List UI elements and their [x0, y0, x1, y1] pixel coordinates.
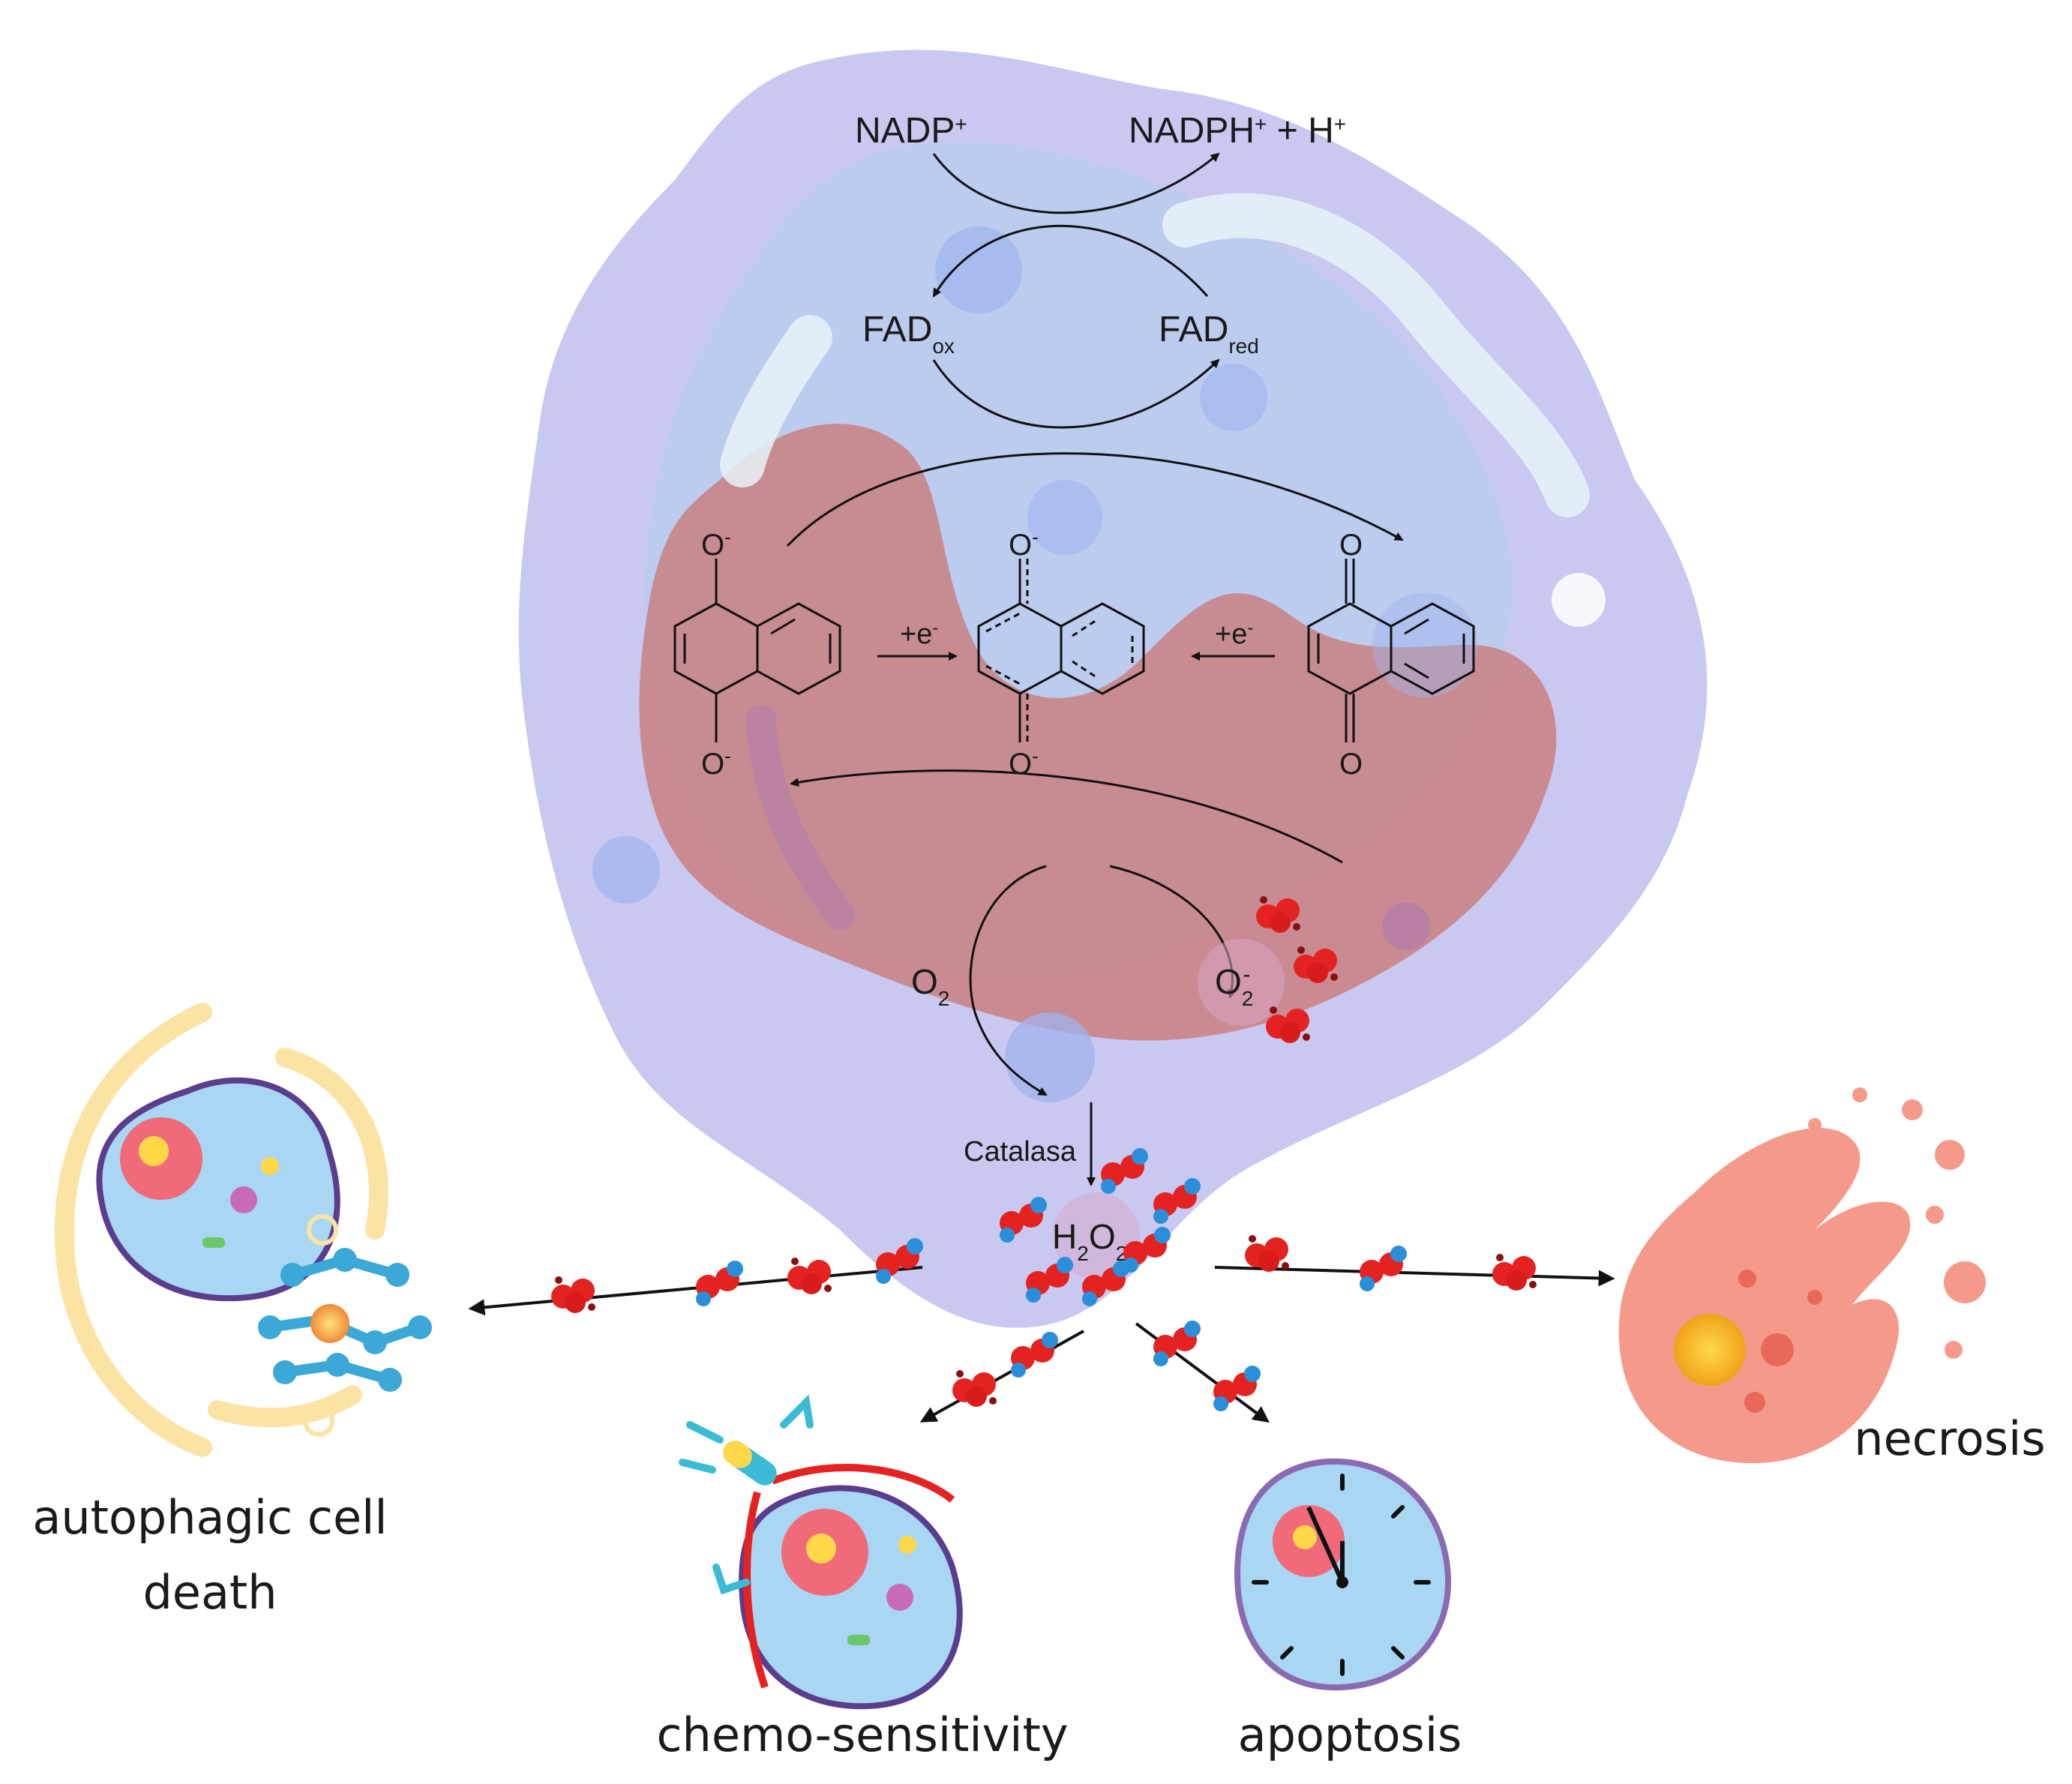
fad-ox-label: FADox [862, 310, 955, 358]
o-minus-top-mid: O- [1009, 526, 1039, 562]
catalase-label: Catalasa [964, 1136, 1077, 1168]
o-minus-top-left: O- [701, 526, 731, 562]
autophagy-label-line2: death [142, 1565, 277, 1620]
h2o2-label: H2O2 [1052, 1217, 1127, 1265]
nadp-label: NADP+ [855, 111, 967, 151]
arrow-to-necrosis [1214, 1266, 1615, 1287]
o-minus-bottom-mid: O- [1009, 745, 1039, 781]
superoxide-label: O2- [1215, 962, 1253, 1010]
organelle-blobs [592, 193, 1606, 1102]
cofactor-cycle-arcs [932, 152, 1220, 429]
necrotic-cell [1618, 1087, 1986, 1464]
autophagy-cell [54, 1003, 432, 1457]
cofactor-labels: NADP+ NADPH+ + H+ FADox FADred [855, 111, 1346, 358]
autophagy-label-line1: autophagic cell [32, 1490, 387, 1545]
chemo-label: chemo-sensitivity [656, 1708, 1068, 1762]
electron-label-right: +e- [1215, 618, 1253, 651]
electron-label-left: +e- [900, 618, 938, 651]
structure-atom-labels: O- O- O- O- O O +e- +e- [701, 526, 1363, 781]
fad-red-label: FADred [1159, 310, 1259, 358]
arrow-to-chemo [919, 1330, 1084, 1423]
apoptosis-label: apoptosis [1238, 1708, 1462, 1762]
chemo-sensitive-cell [739, 1463, 963, 1710]
semiquinone-radical-structure [977, 559, 1145, 742]
nadph-label: NADPH+ + H+ [1129, 111, 1346, 151]
o-bottom-right: O [1339, 748, 1363, 781]
hydroquinone-dianion-structure [673, 559, 841, 742]
o2-label: O2 [911, 962, 949, 1010]
drug-capsule [679, 1394, 814, 1595]
superoxide-halo [1198, 939, 1285, 1026]
o-top-right: O [1339, 529, 1363, 562]
necrosis-label: necrosis [1854, 1411, 2045, 1466]
o-minus-bottom-left: O- [701, 745, 731, 781]
apoptotic-clock-cell [1234, 1458, 1452, 1691]
mitochondrion [639, 424, 1557, 1041]
oxygen-labels: O2 O2- [911, 962, 1253, 1010]
h2o2-halo [1053, 1192, 1140, 1279]
naphthoquinone-structure [1307, 559, 1475, 742]
